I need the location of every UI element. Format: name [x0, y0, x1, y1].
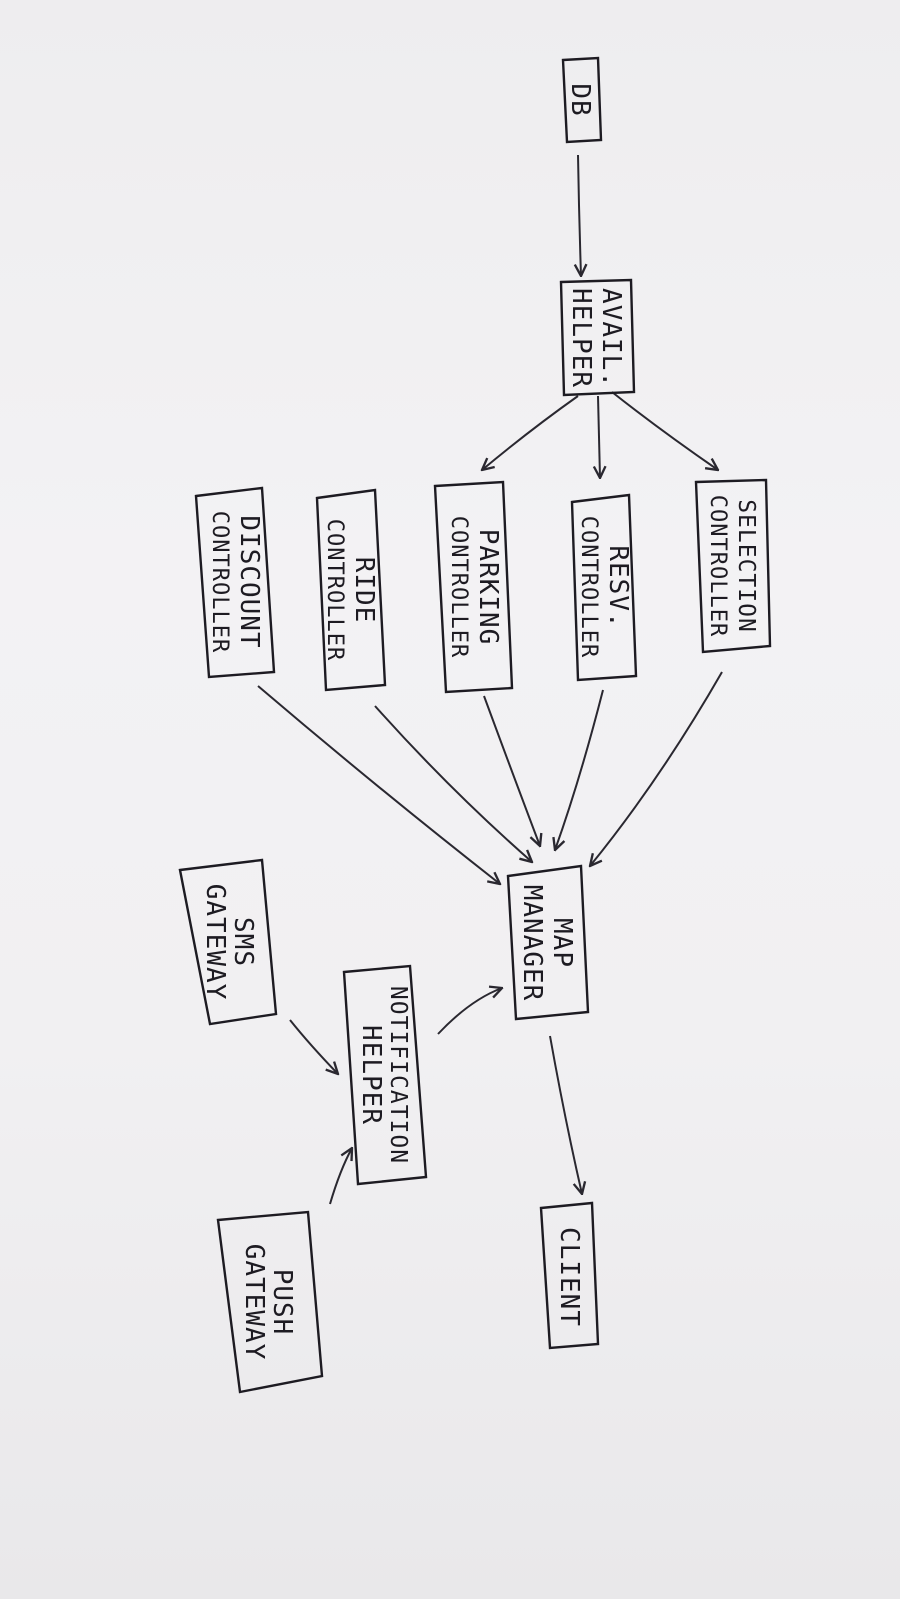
edge-resv-controller-to-map-manager — [555, 689, 604, 850]
edge-map-manager-to-client — [549, 1035, 582, 1194]
node-map-manager: MAP MANAGER — [506, 864, 590, 1021]
node-selection-controller: SELECTION CONTROLLER — [694, 478, 772, 654]
edge-discount-controller-to-map-manager — [257, 685, 500, 884]
edge-avail-helper-to-resv-controller — [598, 395, 600, 478]
node-notification-helper-box — [342, 964, 428, 1186]
node-selection-controller-line-2: CONTROLLER — [705, 495, 730, 637]
edge-parking-controller-to-map-manager — [483, 695, 540, 846]
edges-layer — [257, 154, 723, 1205]
node-notification-helper-line-1: NOTIFICATION — [385, 986, 411, 1164]
node-map-manager-line-2: MANAGER — [517, 885, 547, 1002]
edge-ride-controller-to-map-manager — [374, 705, 532, 862]
edge-avail-helper-to-selection-controller — [611, 391, 718, 470]
node-resv-controller-box — [570, 493, 638, 682]
node-push-gateway-line-1: PUSH — [267, 1269, 297, 1336]
node-avail-helper: AVAIL. HELPER — [559, 278, 636, 397]
edge-db-to-avail-helper — [578, 154, 581, 276]
node-sms-gateway-line-2: GATEWAY — [200, 884, 230, 1001]
node-db: DB — [561, 56, 603, 144]
node-resv-controller-line-2: CONTROLLER — [576, 516, 601, 658]
node-client: CLIENT — [539, 1201, 600, 1350]
node-map-manager-line-1: MAP — [547, 918, 577, 968]
node-parking-controller-line-2: CONTROLLER — [446, 516, 471, 658]
node-discount-controller-line-2: CONTROLLER — [207, 511, 232, 653]
node-push-gateway-box — [216, 1210, 324, 1394]
node-selection-controller-box — [694, 478, 772, 654]
node-notification-helper-line-2: HELPER — [356, 1025, 386, 1125]
node-ride-controller-box — [315, 488, 387, 692]
node-ride-controller-line-1: RIDE — [349, 557, 379, 624]
node-client-line-1: CLIENT — [554, 1227, 584, 1327]
node-push-gateway-line-2: GATEWAY — [239, 1244, 269, 1361]
node-selection-controller-line-1: SELECTION — [733, 499, 759, 633]
node-client-box — [539, 1201, 600, 1350]
nodes-layer: DB AVAIL. HELPER SELECTION CONTROLLER RE… — [178, 56, 772, 1394]
node-parking-controller-line-1: PARKING — [473, 529, 503, 646]
edge-sms-gateway-to-notification-helper — [289, 1019, 338, 1074]
edge-avail-helper-to-parking-controller — [482, 395, 579, 470]
node-ride-controller-line-2: CONTROLLER — [322, 519, 347, 661]
node-ride-controller: RIDE CONTROLLER — [315, 488, 387, 692]
node-parking-controller: PARKING CONTROLLER — [433, 480, 514, 694]
node-resv-controller-line-1: RESV. — [603, 545, 633, 628]
node-discount-controller: DISCOUNT CONTROLLER — [194, 486, 276, 679]
node-sms-gateway-box — [178, 858, 278, 1026]
node-push-gateway: PUSH GATEWAY — [216, 1210, 324, 1394]
node-db-box — [561, 56, 603, 144]
node-sms-gateway: SMS GATEWAY — [178, 858, 278, 1026]
node-resv-controller: RESV. CONTROLLER — [570, 493, 638, 682]
edge-push-gateway-to-notification-helper — [329, 1148, 352, 1205]
node-map-manager-box — [506, 864, 590, 1021]
node-avail-helper-line-2: HELPER — [566, 288, 596, 388]
node-db-line-1: DB — [565, 83, 595, 116]
edge-selection-controller-to-map-manager — [590, 671, 723, 866]
edge-notification-helper-to-map-manager — [437, 988, 502, 1035]
node-discount-controller-line-1: DISCOUNT — [234, 515, 264, 648]
node-parking-controller-box — [433, 480, 514, 694]
node-avail-helper-line-1: AVAIL. — [596, 288, 626, 388]
node-sms-gateway-line-1: SMS — [228, 917, 258, 967]
node-avail-helper-box — [559, 278, 636, 397]
node-discount-controller-box — [194, 486, 276, 679]
node-notification-helper: NOTIFICATION HELPER — [342, 964, 428, 1186]
